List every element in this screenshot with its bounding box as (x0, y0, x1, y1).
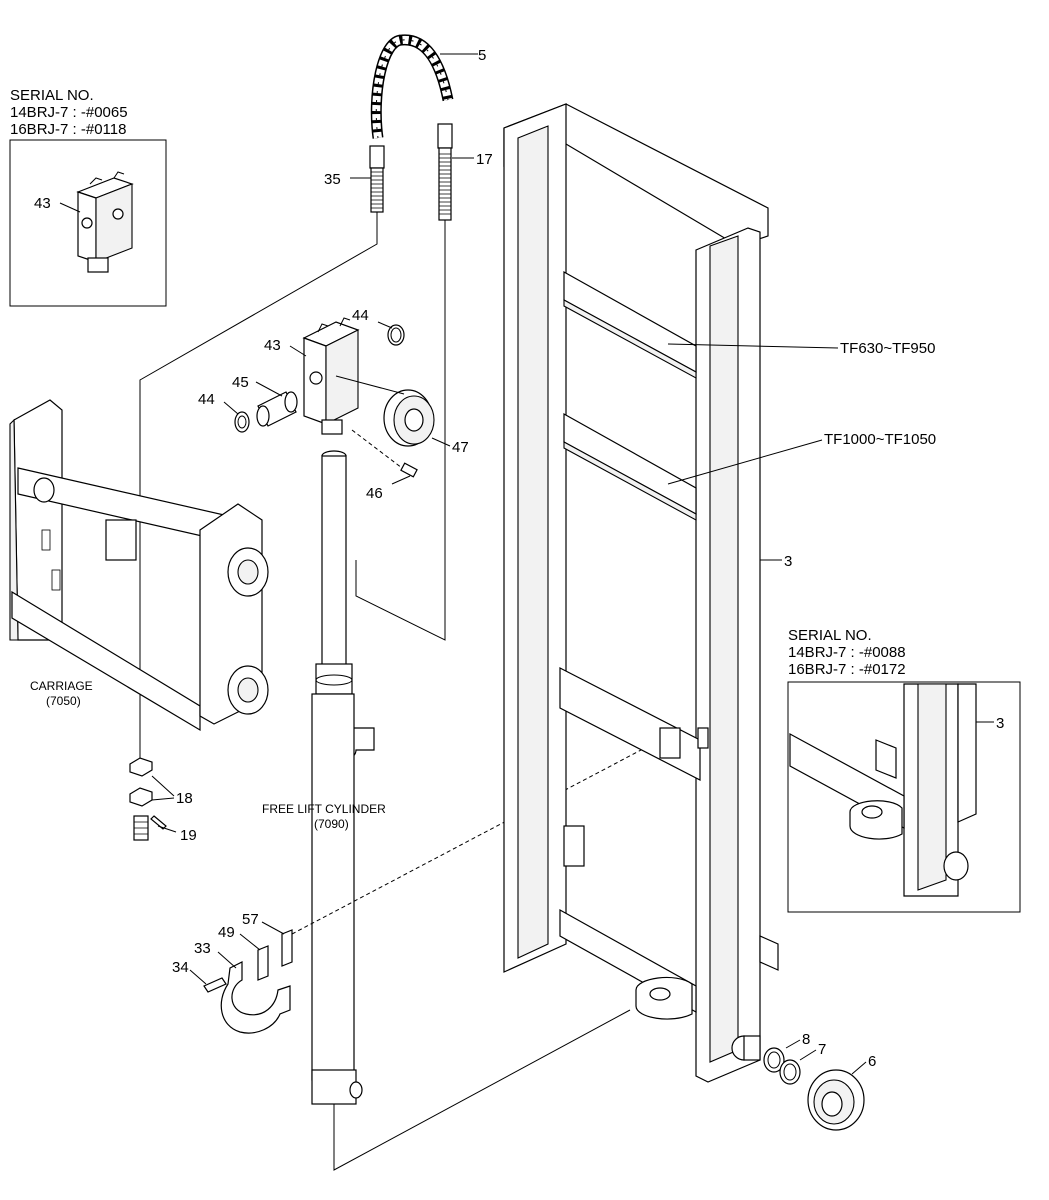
lift-chain (370, 34, 454, 139)
cylinder-code: (7090) (314, 817, 349, 831)
carriage-assembly (9, 399, 269, 732)
callout-43-inset: 43 (34, 195, 51, 212)
callout-18: 18 (176, 790, 193, 807)
free-lift-cylinder (311, 450, 631, 1171)
callout-44-top: 44 (352, 307, 369, 324)
callout-43: 43 (264, 337, 281, 354)
sheave-bracket-43 (302, 317, 360, 435)
callout-35: 35 (324, 171, 341, 188)
serial-right-frame (787, 681, 1021, 913)
anchor-bolt-17 (437, 123, 453, 221)
callout-3: 3 (784, 553, 792, 570)
anchor-bolt-35 (369, 145, 385, 213)
callout-57: 57 (242, 911, 259, 928)
dashed-leader-57 (291, 739, 661, 935)
model-range-upper: TF630~TF950 (840, 340, 935, 357)
serial-inset-right: SERIAL NO. 14BRJ-7 : -#0088 16BRJ-7 : -#… (787, 627, 1021, 913)
callout-6: 6 (868, 1053, 876, 1070)
callout-45: 45 (232, 374, 249, 391)
serial-right-line2: 16BRJ-7 : -#0172 (788, 661, 906, 678)
callout-47: 47 (452, 439, 469, 456)
pin-45 (256, 391, 298, 427)
callout-33: 33 (194, 940, 211, 957)
callout-34: 34 (172, 959, 189, 976)
snap-ring-44-top (387, 324, 405, 346)
shaft-stub (731, 1035, 761, 1061)
serial-top-frame (9, 139, 167, 307)
callout-46: 46 (366, 485, 383, 502)
bolt-19 (133, 815, 167, 841)
connector-line-carriage (139, 212, 378, 760)
cylinder-name: FREE LIFT CYLINDER (262, 802, 386, 816)
callout-49: 49 (218, 924, 235, 941)
grease-nipple-46 (351, 429, 418, 478)
bolt-34 (203, 977, 227, 993)
carriage-name: CARRIAGE (30, 679, 93, 693)
sheave-pulley-47 (335, 375, 435, 447)
bearing-6 (807, 1069, 865, 1131)
callout-44-left: 44 (198, 391, 215, 408)
nuts-18 (129, 757, 153, 807)
callout-3-inset: 3 (996, 715, 1004, 732)
connector-line-cylinder (355, 220, 446, 641)
shim-8 (763, 1047, 785, 1073)
serial-top-line2: 16BRJ-7 : -#0118 (10, 121, 126, 138)
serial-top-title: SERIAL NO. (10, 87, 94, 104)
callout-7: 7 (818, 1041, 826, 1058)
callout-17: 17 (476, 151, 493, 168)
mast-outer-frame-3 (503, 103, 779, 1083)
bracket-43-inset (76, 171, 134, 273)
callout-19: 19 (180, 827, 197, 844)
serial-right-line1: 14BRJ-7 : -#0088 (788, 644, 906, 661)
plate-49 (257, 945, 269, 981)
callout-8: 8 (802, 1031, 810, 1048)
shim-7 (779, 1059, 801, 1085)
carriage-code: (7050) (46, 694, 81, 708)
callout-5: 5 (478, 47, 486, 64)
snap-ring-44-left (234, 411, 250, 433)
band-33 (220, 961, 291, 1034)
plate-57 (281, 929, 293, 967)
serial-right-title: SERIAL NO. (788, 627, 872, 644)
serial-inset-top: SERIAL NO. 14BRJ-7 : -#0065 16BRJ-7 : -#… (9, 87, 167, 307)
model-range-lower: TF1000~TF1050 (824, 431, 936, 448)
serial-top-line1: 14BRJ-7 : -#0065 (10, 104, 128, 121)
